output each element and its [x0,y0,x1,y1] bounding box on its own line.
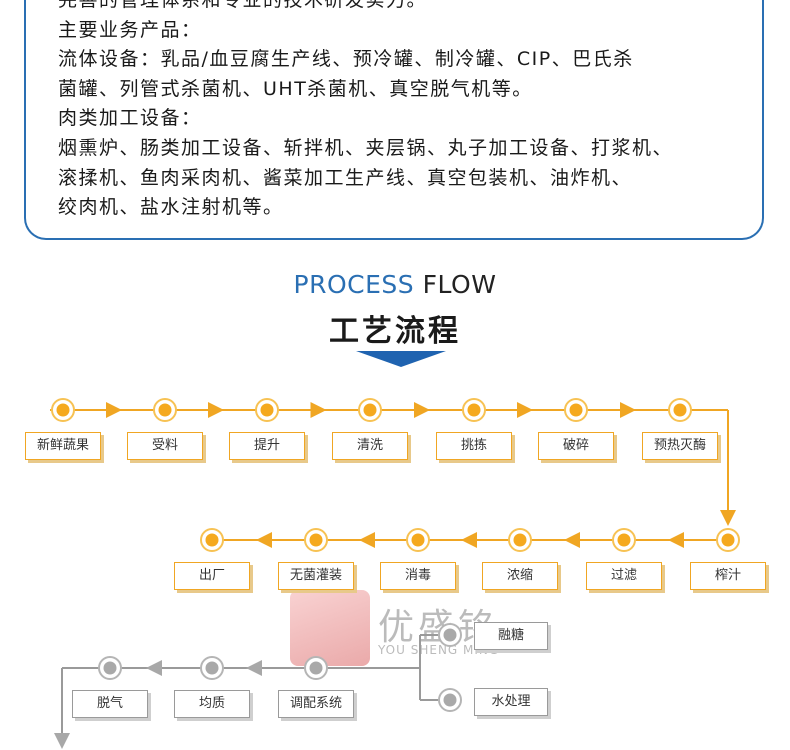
intro-card [24,0,764,240]
flow-node-icon [304,528,328,552]
intro-line: 流体设备：乳品/血豆腐生产线、预冷罐、制冷罐、CIP、巴氏杀 [58,48,634,71]
flow-node-icon [153,398,177,422]
section-title-cn: 工艺流程 [329,314,461,349]
section-title-en: PROCESS FLOW [0,270,790,299]
flow-step-box: 消毒 [380,562,456,590]
flow-node-icon [98,656,122,680]
down-triangle-icon [356,351,446,367]
flow-node-icon [438,623,462,647]
flow-node-icon [462,398,486,422]
flow-step-box: 浓缩 [482,562,558,590]
flow-step-box: 出厂 [174,562,250,590]
flow-step-box: 清洗 [332,432,408,460]
flow-node-icon [51,398,75,422]
flow-step-box: 提升 [229,432,305,460]
flow-step-box: 新鲜蔬果 [25,432,101,460]
flow-step-box: 调配系统 [278,690,354,718]
flow-node-icon [255,398,279,422]
intro-line: 烟熏炉、肠类加工设备、斩拌机、夹层锅、丸子加工设备、打浆机、 [58,136,674,159]
flow-node-icon [716,528,740,552]
flow-step-box: 榨汁 [690,562,766,590]
intro-line: 主要业务产品： [58,18,202,41]
flow-node-icon [304,656,328,680]
intro-line: 肉类加工设备： [58,107,202,130]
brand-logo-icon [290,590,370,666]
flow-node-icon [438,688,462,712]
flow-node-icon [612,528,636,552]
flow-step-box: 受料 [127,432,203,460]
intro-line: 滚揉机、鱼肉采肉机、酱菜加工生产线、真空包装机、油炸机、 [58,166,633,189]
flow-step-box: 过滤 [586,562,662,590]
flow-node-icon [406,528,430,552]
flow-step-box: 挑拣 [436,432,512,460]
flow-step-box: 脱气 [72,690,148,718]
watermark-en: YOU SHENG MING [378,643,500,657]
flow-node-icon [564,398,588,422]
flow-node-icon [200,656,224,680]
intro-text: 完善的管理体系和专业的技术研发实力。 主要业务产品： 流体设备：乳品/血豆腐生产… [58,0,758,223]
flow-node-icon [668,398,692,422]
flow-step-box: 无菌灌装 [278,562,354,590]
flow-node-icon [200,528,224,552]
flow-step-box: 水处理 [474,688,548,716]
flow-step-box: 预热灭酶 [642,432,718,460]
title-word-flow: FLOW [422,270,497,299]
flow-step-box: 均质 [174,690,250,718]
flow-step-box: 融糖 [474,622,548,650]
intro-line: 完善的管理体系和专业的技术研发实力。 [58,0,428,11]
intro-line: 绞肉机、盐水注射机等。 [58,196,284,219]
flow-node-icon [508,528,532,552]
title-word-process: PROCESS [293,270,415,299]
intro-line: 菌罐、列管式杀菌机、UHT杀菌机、真空脱气机等。 [58,77,533,100]
flow-node-icon [358,398,382,422]
flow-step-box: 破碎 [538,432,614,460]
